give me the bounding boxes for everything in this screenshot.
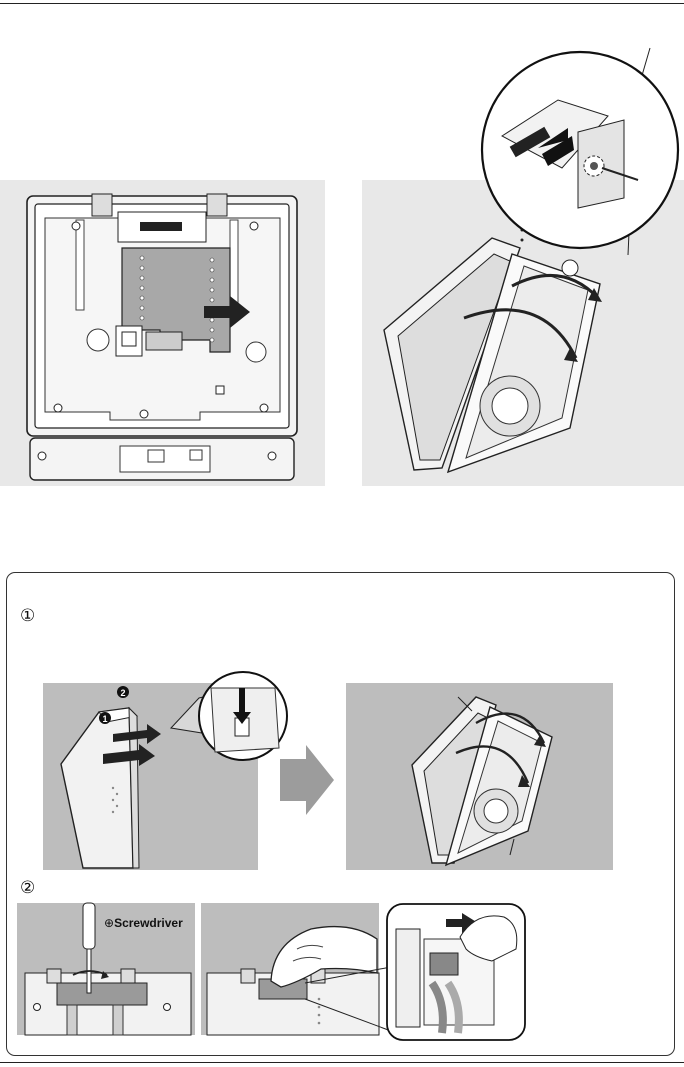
bottom-rule	[0, 1062, 684, 1063]
step1-figure-left: 1 2	[43, 668, 303, 873]
step2-magnifier	[386, 903, 526, 1041]
figure-top-left	[0, 180, 325, 486]
screwdriver-label: ⊕Screwdriver	[104, 916, 183, 930]
step-1-marker: ①	[20, 608, 35, 625]
figure-top-right	[362, 40, 684, 490]
step1-figure-right	[346, 683, 613, 870]
top-rule	[0, 3, 684, 4]
callout-one: 1	[102, 714, 107, 724]
step-2-marker: ②	[20, 880, 35, 897]
screwdriver-text: Screwdriver	[114, 916, 183, 930]
callout-two: 2	[120, 688, 125, 698]
step-arrow	[280, 745, 336, 815]
screwdriver-symbol: ⊕	[104, 916, 114, 930]
